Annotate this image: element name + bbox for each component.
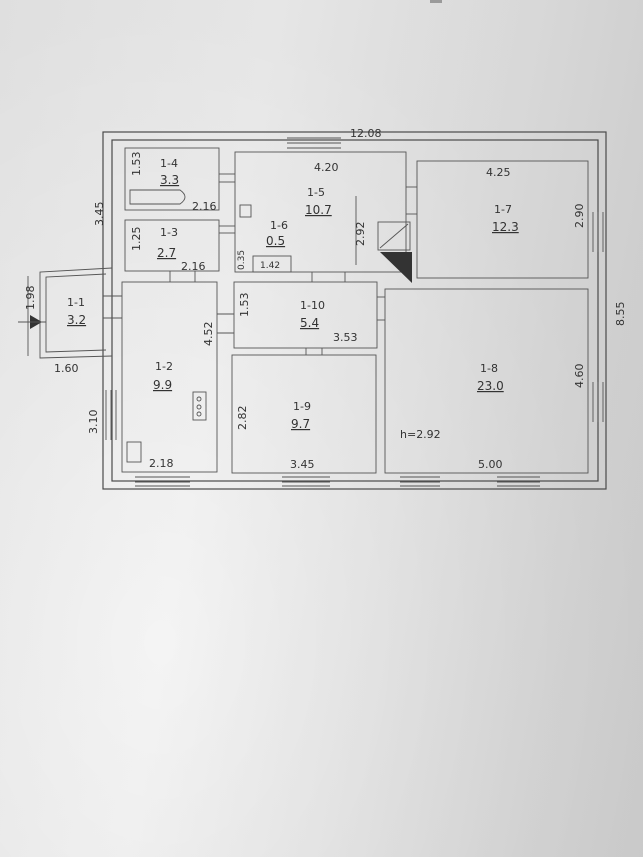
- boiler-icon: [126, 441, 142, 463]
- dim-2-82: 2.82: [236, 406, 249, 431]
- room-1-2-outline: [121, 281, 218, 473]
- door-marks: [103, 173, 417, 355]
- porch-inner-line: [45, 273, 107, 353]
- room-area-1-8: 23.0: [477, 379, 504, 393]
- room-labels: 1-4 3.3 1-3 2.7 1-1 3.2 1-2 9.9 1-5 10.7…: [67, 157, 519, 431]
- dim-1-53-bath: 1.53: [130, 152, 143, 177]
- room-outlines: [39, 147, 589, 474]
- dimension-labels: 3.45 1.53 2.16 1.25 2.16 1.98 1.60 3.10 …: [24, 152, 586, 472]
- room-1-9-outline: [231, 354, 377, 474]
- window-bottom-1-9: [282, 476, 330, 487]
- dimension-lines: [18, 196, 357, 356]
- window-right-1-8: [592, 382, 604, 422]
- overall-width-label: 12.08: [350, 127, 382, 140]
- room-id-1-10: 1-10: [300, 299, 325, 312]
- room-area-1-4: 3.3: [160, 173, 179, 187]
- dim-1-98: 1.98: [24, 286, 37, 311]
- room-area-1-10: 5.4: [300, 316, 319, 330]
- dim-0-35: 0.35: [237, 250, 247, 270]
- room-1-3-outline: [124, 219, 220, 272]
- room-id-1-6: 1-6: [270, 219, 288, 232]
- dim-4-52: 4.52: [202, 322, 215, 347]
- windows: [105, 137, 604, 487]
- dim-1-53-corridor: 1.53: [238, 293, 251, 318]
- dim-2-18: 2.18: [149, 457, 174, 470]
- dim-2-90: 2.90: [573, 204, 586, 229]
- ceiling-height-label: h=2.92: [400, 428, 441, 441]
- room-1-8-outline: [384, 288, 589, 474]
- window-top-1-5: [287, 137, 341, 149]
- room-id-1-5: 1-5: [307, 186, 325, 199]
- room-id-1-2: 1-2: [155, 360, 173, 373]
- room-id-1-4: 1-4: [160, 157, 178, 170]
- window-bottom-1-8b: [497, 476, 540, 487]
- bathtub-icon: [129, 189, 186, 205]
- window-bottom-1-2: [135, 476, 190, 487]
- dim-3-10: 3.10: [87, 410, 100, 435]
- dim-3-45-bottom: 3.45: [290, 458, 315, 471]
- room-1-7-outline: [416, 160, 589, 279]
- window-left-1-2: [105, 390, 117, 440]
- room-1-6-outline: [252, 255, 292, 273]
- room-area-1-7: 12.3: [492, 220, 519, 234]
- overall-labels: 12.08 8.55 h=2.92: [350, 127, 627, 441]
- room-id-1-9: 1-9: [293, 400, 311, 413]
- dim-2-16-hall: 2.16: [181, 260, 206, 273]
- stove-icon: [377, 221, 412, 283]
- dim-1-60: 1.60: [54, 362, 79, 375]
- window-right-1-7: [592, 212, 604, 252]
- outer-walls: [102, 131, 607, 490]
- room-1-5-outline: [234, 151, 407, 273]
- dim-4-60: 4.60: [573, 364, 586, 389]
- room-area-1-1: 3.2: [67, 313, 86, 327]
- edge-mark: [430, 0, 442, 3]
- room-1-1-outline: [39, 267, 113, 359]
- room-area-1-2: 9.9: [153, 378, 172, 392]
- room-1-10-outline: [233, 281, 378, 349]
- dim-5-00: 5.00: [478, 458, 503, 471]
- dim-3-45-left: 3.45: [93, 202, 106, 227]
- room-1-4-outline: [124, 147, 220, 211]
- room-id-1-1: 1-1: [67, 296, 85, 309]
- dim-3-53: 3.53: [333, 331, 358, 344]
- room-area-1-6: 0.5: [266, 234, 285, 248]
- room-area-1-9: 9.7: [291, 417, 310, 431]
- room-area-1-5: 10.7: [305, 203, 332, 217]
- room-id-1-8: 1-8: [480, 362, 498, 375]
- dim-2-16-bath: 2.16: [192, 200, 217, 213]
- room-id-1-7: 1-7: [494, 203, 512, 216]
- dim-1-42: 1.42: [260, 261, 280, 271]
- overall-height-label: 8.55: [614, 302, 627, 327]
- window-bottom-1-8a: [400, 476, 440, 487]
- dim-1-25: 1.25: [130, 227, 143, 252]
- heater-icon: [192, 391, 207, 421]
- room-id-1-3: 1-3: [160, 226, 178, 239]
- dim-2-92: 2.92: [354, 222, 367, 247]
- dim-4-25: 4.25: [486, 166, 511, 179]
- room-area-1-3: 2.7: [157, 246, 176, 260]
- sink-icon: [239, 204, 252, 218]
- dim-4-20: 4.20: [314, 161, 339, 174]
